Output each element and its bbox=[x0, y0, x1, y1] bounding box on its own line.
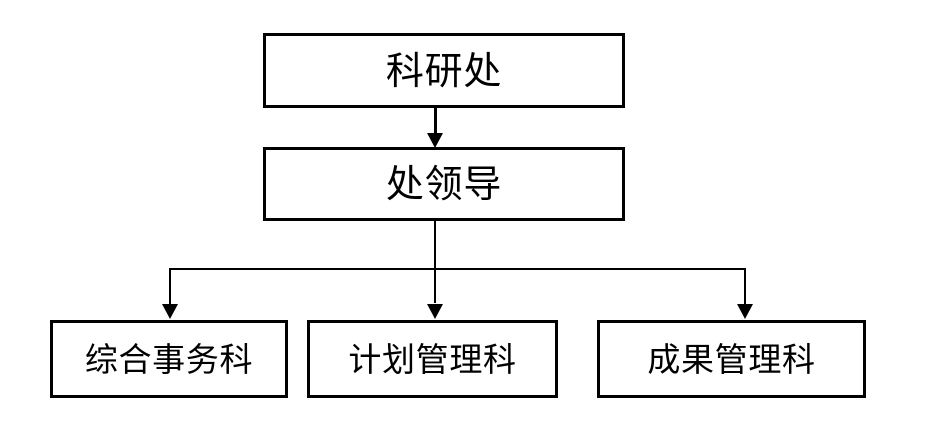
connector-leader-trunk-line bbox=[434, 221, 436, 303]
node-leaf-2-label: 成果管理科 bbox=[647, 339, 816, 379]
node-leaf-1[interactable]: 计划管理科 bbox=[307, 320, 558, 398]
connector-leader-to-leaf-2-line bbox=[744, 268, 746, 305]
node-root[interactable]: 科研处 bbox=[263, 33, 625, 108]
connector-leader-to-leaf-2-arrowhead bbox=[737, 304, 753, 319]
node-leaf-0-label: 综合事务科 bbox=[84, 339, 254, 379]
connector-leader-to-leaf-0-arrowhead bbox=[162, 304, 178, 319]
node-leaf-1-label: 计划管理科 bbox=[348, 339, 517, 379]
connector-leader-to-leaf-0-line bbox=[169, 268, 171, 305]
connector-leader-to-leaf-1-arrowhead bbox=[427, 304, 443, 319]
node-leader-label: 处领导 bbox=[385, 162, 503, 206]
node-leader[interactable]: 处领导 bbox=[263, 147, 625, 221]
connector-distribution-bus bbox=[169, 268, 746, 270]
node-leaf-0[interactable]: 综合事务科 bbox=[50, 320, 288, 398]
connector-root-to-leader-arrowhead bbox=[427, 133, 443, 148]
node-leaf-2[interactable]: 成果管理科 bbox=[597, 320, 866, 398]
node-root-label: 科研处 bbox=[385, 48, 503, 93]
connector-root-to-leader-line bbox=[434, 108, 437, 134]
